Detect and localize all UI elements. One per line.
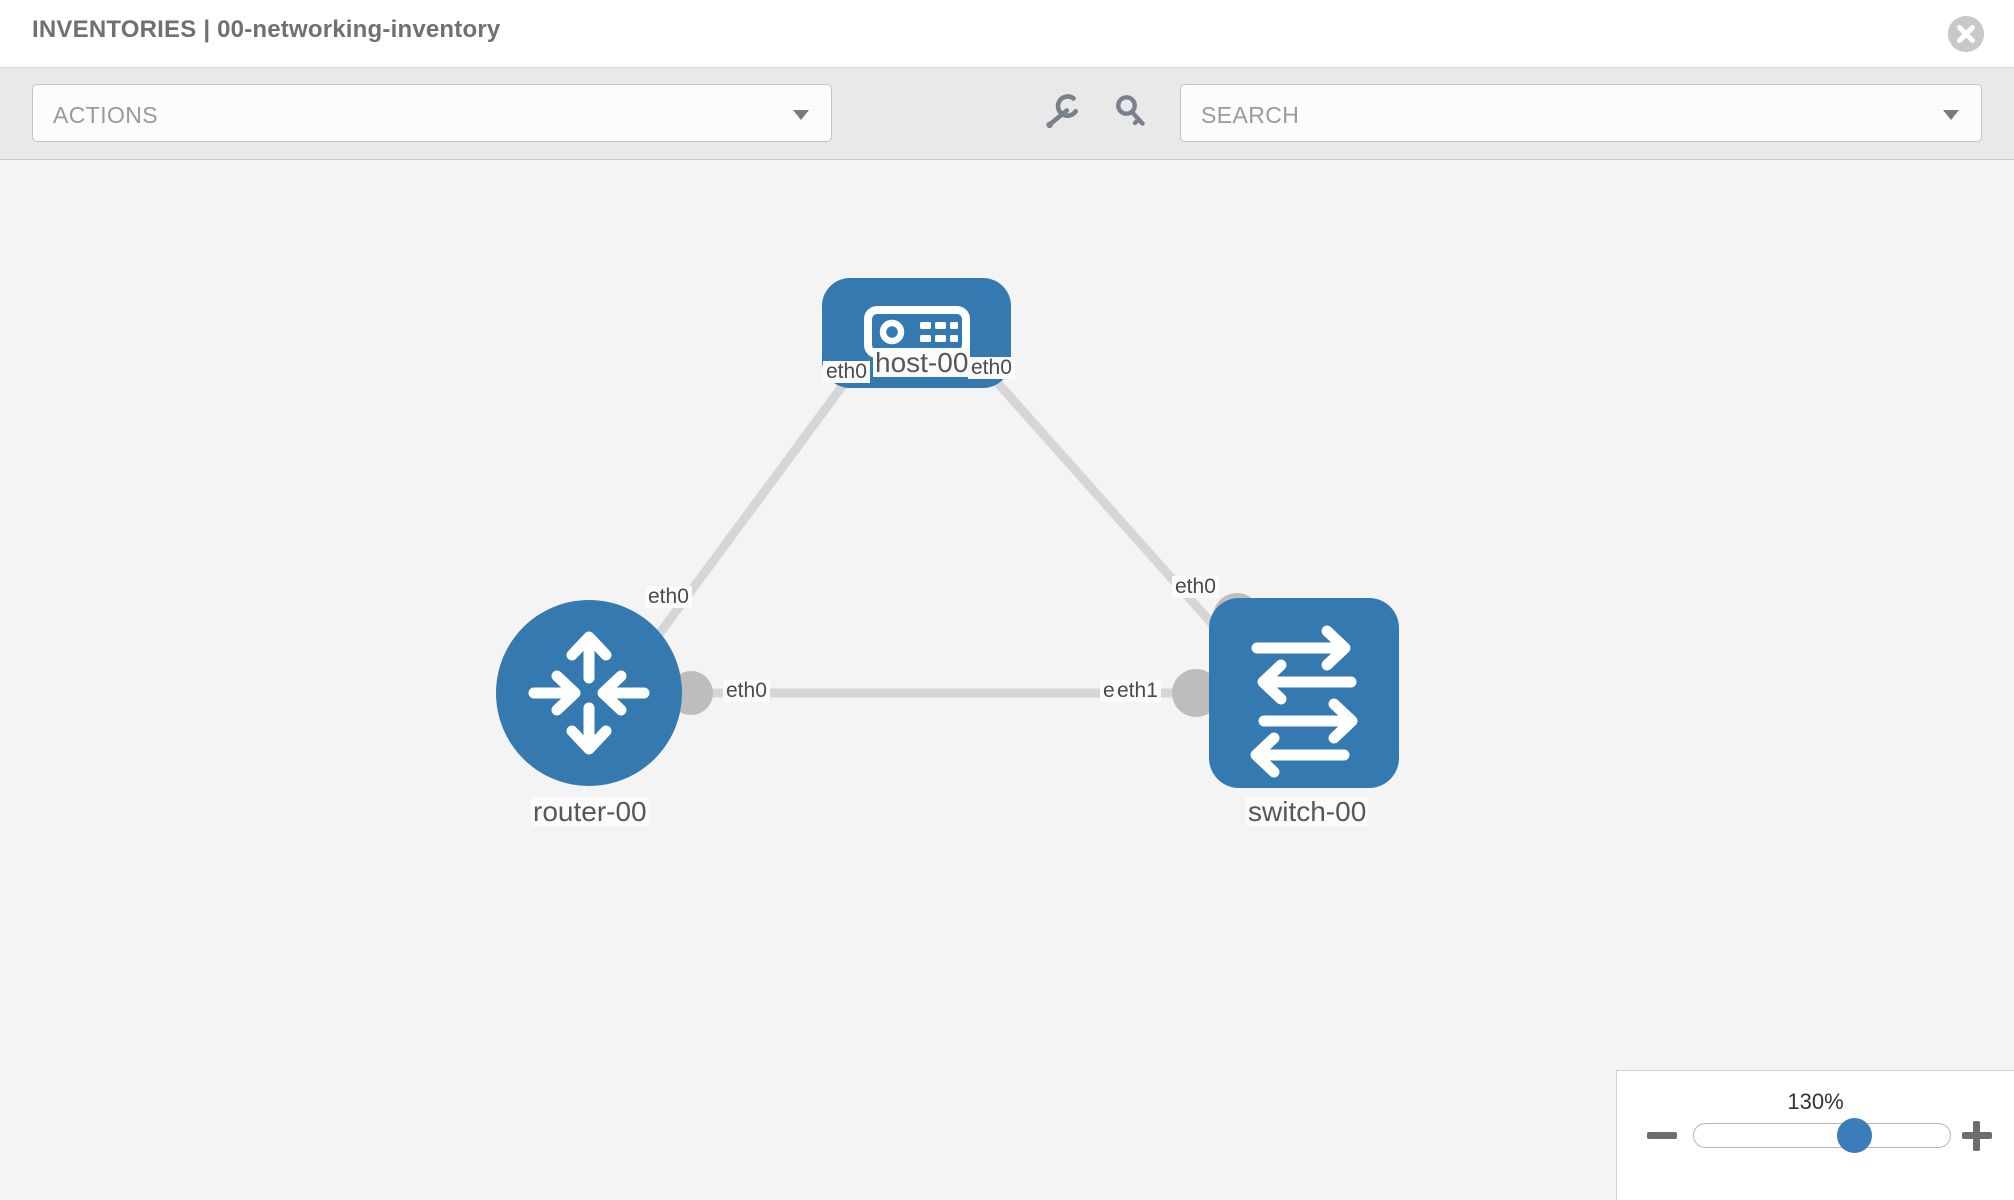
node-switch-00 <box>1209 598 1399 788</box>
router-arrows-icon <box>528 631 650 755</box>
connector-switch00-eth1 <box>1172 669 1220 717</box>
toolbar: ACTIONS SEARCH <box>0 68 2014 160</box>
edge-label-host00-eth0-left: eth0 <box>823 360 870 384</box>
chevron-down-icon[interactable] <box>1943 110 1959 120</box>
zoom-in-button[interactable] <box>1960 1119 1994 1153</box>
wrench-icon[interactable] <box>1040 90 1084 134</box>
actions-dropdown[interactable]: ACTIONS <box>32 84 832 142</box>
page-header: INVENTORIES | 00-networking-inventory <box>0 0 2014 68</box>
search-input[interactable]: SEARCH <box>1180 84 1982 142</box>
chevron-down-icon <box>793 110 809 120</box>
zoom-out-button[interactable] <box>1645 1119 1679 1153</box>
actions-dropdown-label: ACTIONS <box>53 102 159 128</box>
edge-label-router00-eth0: eth0 <box>723 679 770 703</box>
key-icon[interactable] <box>1108 90 1152 134</box>
search-placeholder: SEARCH <box>1201 102 1300 128</box>
zoom-slider[interactable] <box>1693 1118 1951 1153</box>
close-icon[interactable] <box>1948 16 1984 52</box>
page-title: INVENTORIES | 00-networking-inventory <box>32 16 501 43</box>
edge-host00-switch00 <box>951 332 1244 658</box>
topology-edges <box>636 332 1250 698</box>
node-label-router-00: router-00 <box>531 796 649 827</box>
zoom-control-panel: 130% <box>1616 1070 2014 1200</box>
node-label-switch-00: switch-00 <box>1246 796 1369 827</box>
node-router-00 <box>496 600 682 786</box>
topology-canvas[interactable]: host-00 router-00 switch-00 eth0 eth0 et… <box>0 160 2014 1200</box>
zoom-slider-handle[interactable] <box>1836 1118 1872 1153</box>
edge-label-router00-eth0-uplink: eth0 <box>645 585 692 609</box>
server-device-icon <box>864 306 970 358</box>
switch-arrows-icon <box>1250 625 1358 778</box>
edge-label-switch00-eth0-uplink: eth0 <box>1172 575 1219 599</box>
edge-label-host00-eth0-right: eth0 <box>968 356 1015 380</box>
edge-label-switch00-eth1: eth1 <box>1114 679 1161 703</box>
zoom-level-label: 130% <box>1787 1089 1844 1114</box>
topology-graph <box>496 278 1399 788</box>
node-label-host-00: host-00 <box>873 347 971 378</box>
